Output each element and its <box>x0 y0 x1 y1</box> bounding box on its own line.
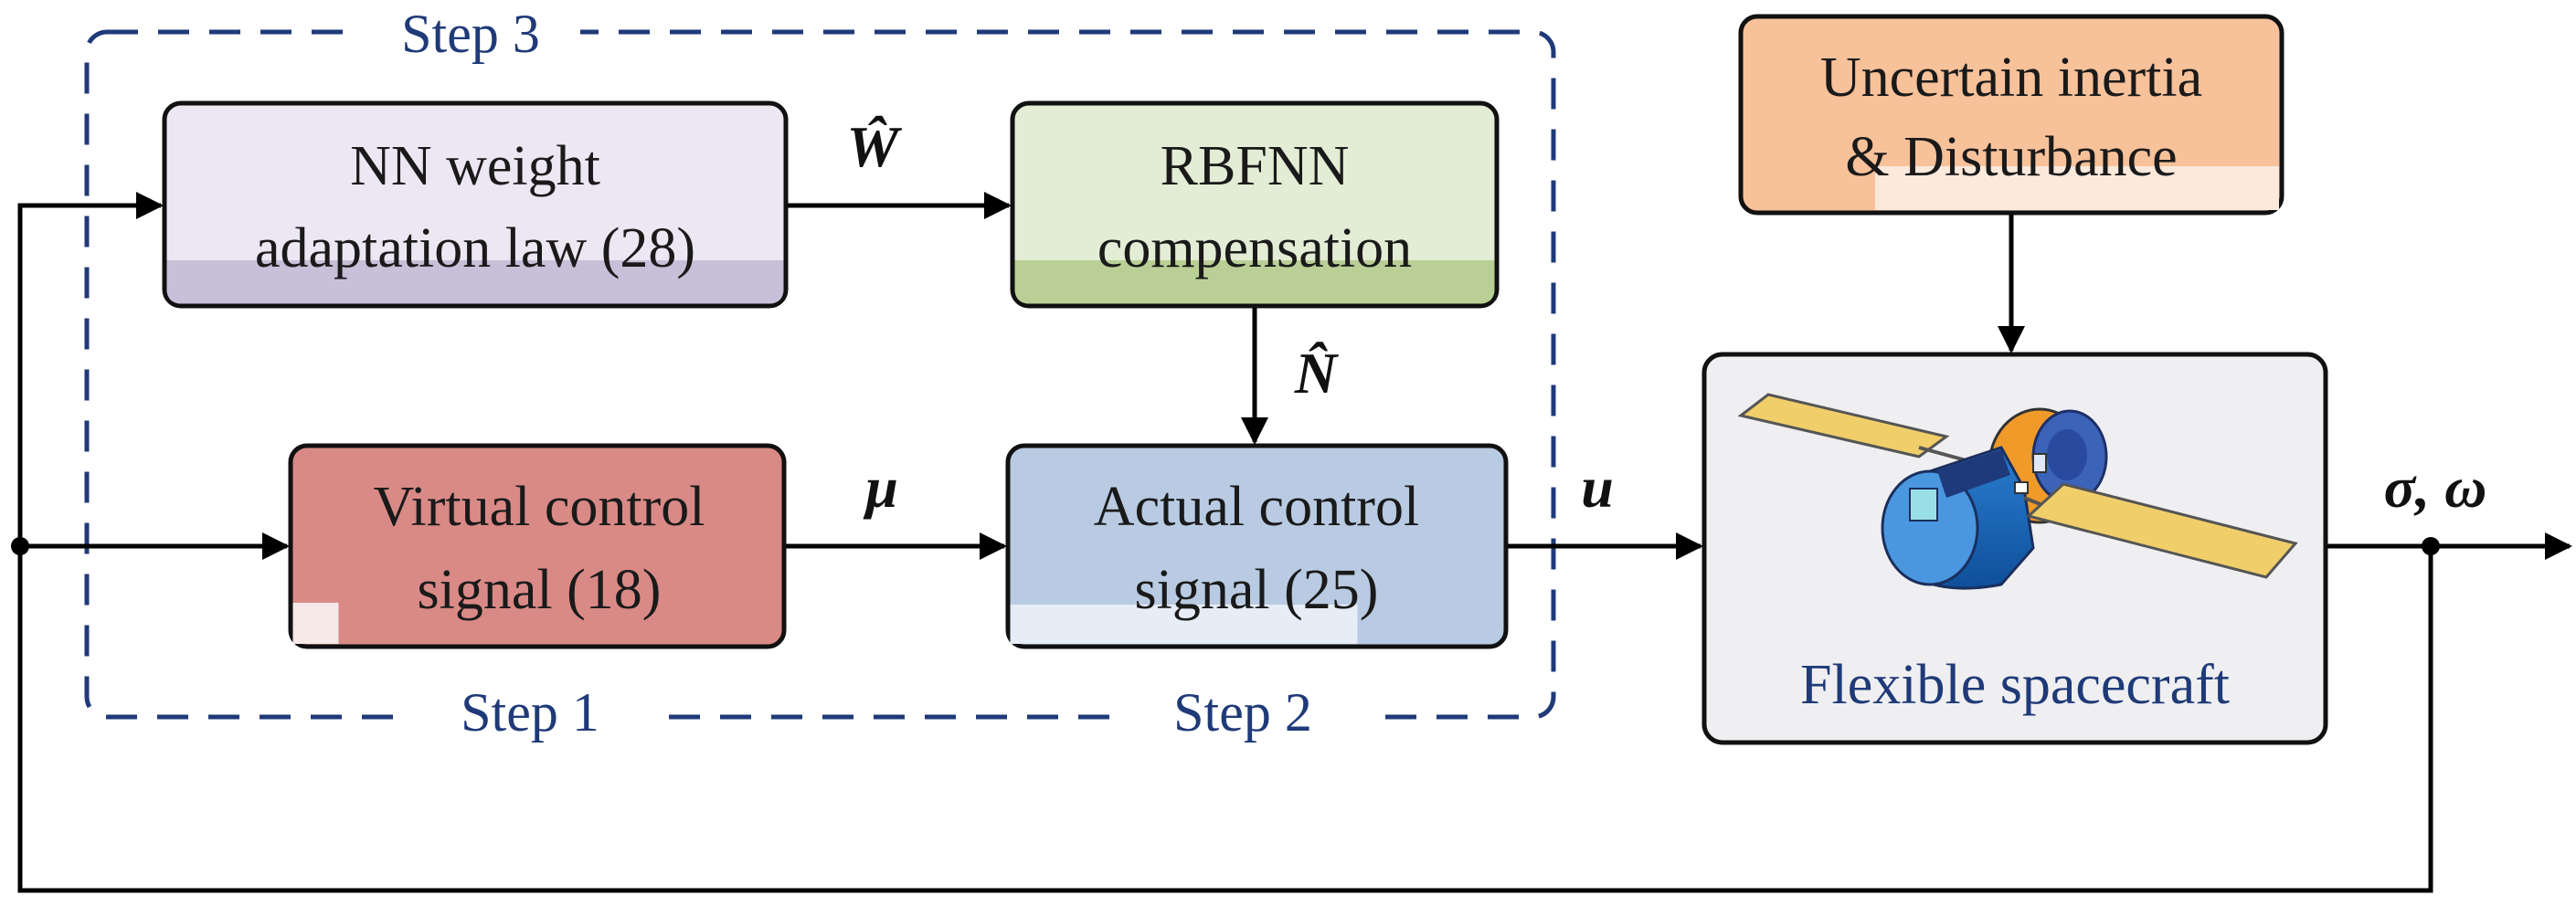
mu-label: μ <box>863 455 898 520</box>
flexible-spacecraft-block: Flexible spacecraft <box>1701 352 2328 745</box>
input-to-nn-weight-arrow <box>17 192 164 546</box>
actual-line1: Actual control <box>1094 476 1419 538</box>
n-hat-label: N̂ <box>1294 341 1340 406</box>
spacecraft-label: Flexible spacecraft <box>1800 654 2230 716</box>
uncertain-line2: & Disturbance <box>1845 126 2177 188</box>
actual-control-block: Actual control signal (25) <box>1005 443 1509 649</box>
uncertain-inertia-block: Uncertain inertia & Disturbance <box>1738 14 2284 216</box>
nn-weight-line2: adaptation law (28) <box>255 217 695 279</box>
rbfnn-line1: RBFNN <box>1161 135 1350 197</box>
spacecraft-icon <box>1737 393 2298 590</box>
uncertain-line1: Uncertain inertia <box>1820 47 2202 109</box>
step2-label-mask <box>1115 694 1371 749</box>
step1-label-mask <box>402 694 658 749</box>
virtual-line1: Virtual control <box>373 476 705 538</box>
step2-label: Step 2 <box>1173 682 1312 743</box>
w-hat-label: Ŵ <box>847 114 903 179</box>
nn-weight-line1: NN weight <box>350 135 600 197</box>
virtual-control-block: Virtual control signal (18) <box>288 443 787 649</box>
nn-weight-adaptation-block: NN weight adaptation law (28) <box>162 100 789 309</box>
rbfnn-compensation-block: RBFNN compensation <box>1010 100 1500 309</box>
step1-label: Step 1 <box>461 682 599 743</box>
feedback-loop-line <box>17 546 2433 893</box>
step3-label-mask <box>361 9 580 64</box>
sigma-omega-label: σ, ω <box>2384 455 2487 520</box>
controller-dashed-boundary <box>84 29 1556 720</box>
rbfnn-line2: compensation <box>1097 217 1412 279</box>
virtual-line2: signal (18) <box>418 559 662 621</box>
input-junction-dot <box>11 537 29 555</box>
u-label: u <box>1581 455 1614 520</box>
step3-label: Step 3 <box>401 4 540 64</box>
signal-connections <box>16 192 2572 893</box>
output-junction-dot <box>2422 537 2440 555</box>
actual-line2: signal (25) <box>1135 559 1379 621</box>
